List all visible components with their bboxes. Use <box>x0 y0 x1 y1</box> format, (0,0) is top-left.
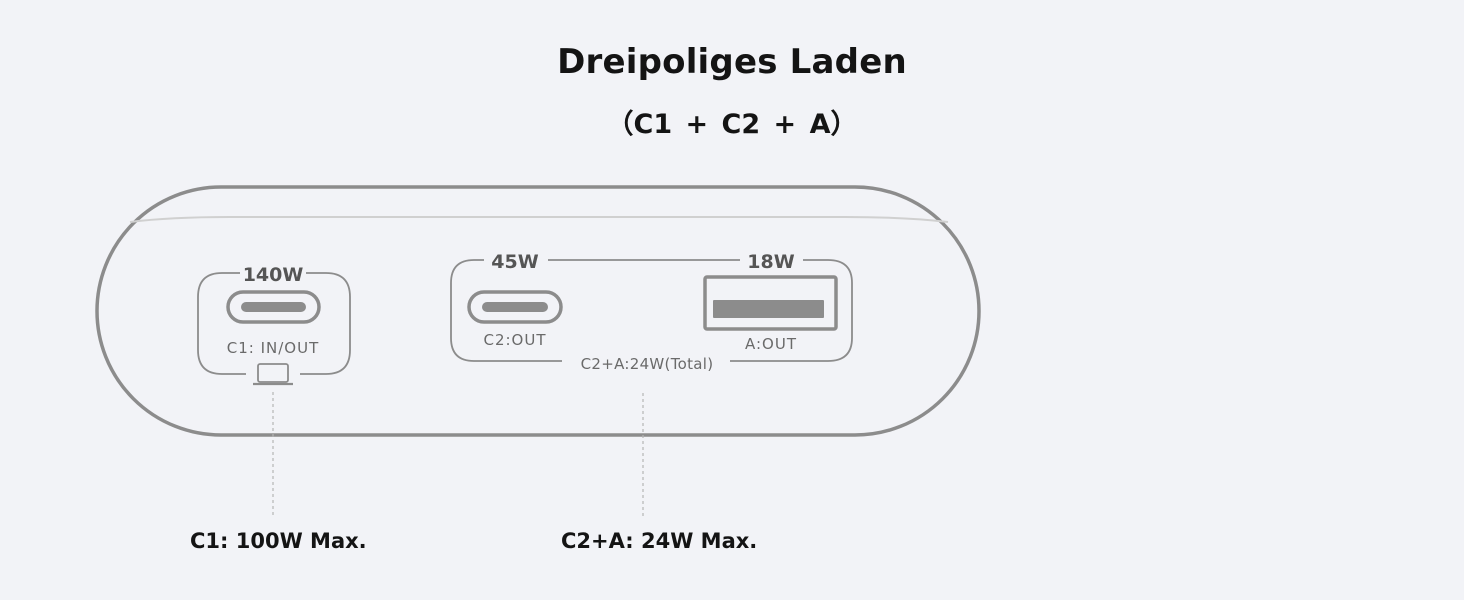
c1-port-frame <box>197 272 351 375</box>
c1-watt-label: 140W <box>243 264 304 286</box>
c2-watt-label: 45W <box>491 251 538 273</box>
body-edge-line <box>129 216 949 223</box>
c2-port-label: C2:OUT <box>483 331 546 349</box>
laptop-icon <box>253 363 293 386</box>
usb-a-port <box>703 275 838 331</box>
c2-a-port-frame <box>450 259 853 362</box>
c2-a-port-group: 45W 18W C2:OUT A:OUT C2+A:24W(Total) <box>450 251 853 373</box>
c2a-max-caption: C2+A: 24W Max. <box>561 529 758 553</box>
a-watt-label: 18W <box>747 251 794 273</box>
combined-total-label: C2+A:24W(Total) <box>581 355 714 373</box>
c1-usb-c-port <box>226 290 321 324</box>
c1-usb-c-port-tongue <box>241 302 306 312</box>
c2-usb-c-port-tongue <box>482 302 548 312</box>
c1-port-group: 140W C1: IN/OUT <box>197 264 351 386</box>
usb-a-port-tongue <box>713 300 824 318</box>
diagram-subtitle: （C1 + C2 + A） <box>606 109 858 140</box>
c2-usb-c-port <box>467 290 563 324</box>
a-port-label: A:OUT <box>745 335 797 353</box>
c1-port-label: C1: IN/OUT <box>227 339 320 357</box>
diagram-title: Dreipoliges Laden <box>557 42 907 82</box>
c1-max-caption: C1: 100W Max. <box>190 529 367 553</box>
power-bank-body <box>95 185 981 437</box>
